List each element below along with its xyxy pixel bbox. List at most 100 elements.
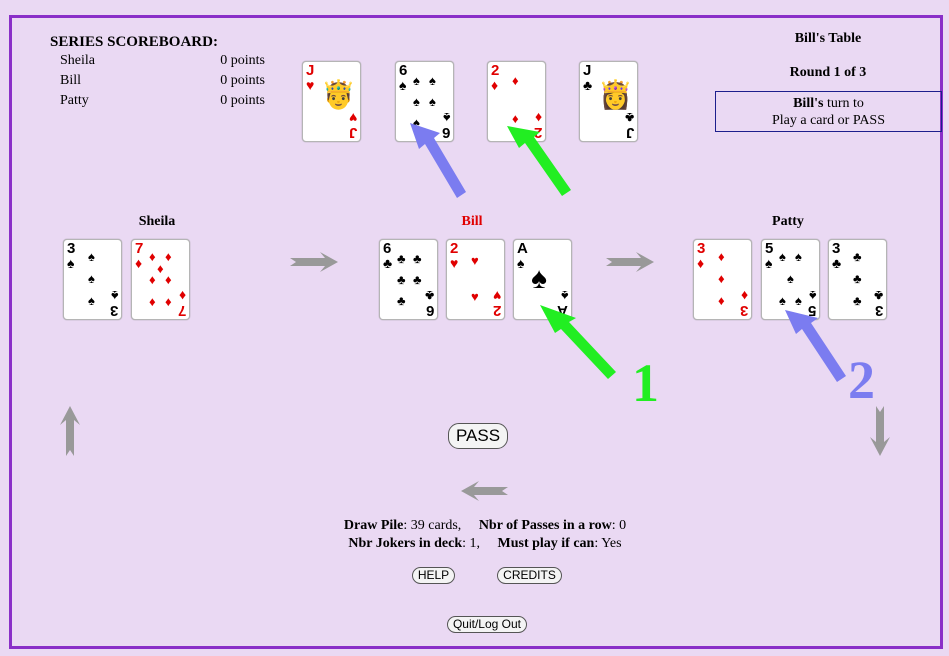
passes-value: : 0 [611,518,627,533]
top-card-jack-clubs[interactable]: J ♣ 👸 J ♣ [579,61,638,142]
diamond-pip-icon: ♦ [718,271,725,286]
card-rank: J [583,62,592,79]
top-card-jack-hearts[interactable]: J ♥ 🤴 J ♥ [302,61,361,142]
card-suit: ♣ [583,77,593,93]
card-suit: ♠ [67,255,75,271]
spade-pip-icon: ♠ [531,262,547,295]
score-points: 0 points [220,53,265,68]
card-rank: 2 [450,240,459,257]
spade-pip-icon: ♠ [413,115,420,130]
game-info-line-1: Draw Pile: 39 cards, Nbr of Passes in a … [200,518,770,534]
diamond-pip-icon: ♦ [149,272,156,287]
heart-pip-icon: ♥ [471,289,479,304]
player-name-patty: Patty [772,214,804,229]
turn-status-box: Bill's turn to Play a card or PASS [715,91,942,132]
spade-pip-icon: ♠ [413,73,420,88]
card-suit: ♣ [383,255,393,271]
spade-pip-icon: ♠ [779,293,786,308]
game-frame [9,15,943,649]
spade-pip-icon: ♠ [88,293,95,308]
heart-pip-icon: ♥ [471,253,479,268]
diamond-pip-icon: ♦ [718,249,725,264]
spade-pip-icon: ♠ [429,94,436,109]
annotation-label-1: 1 [632,353,659,413]
passes-label: Nbr of Passes in a row [478,518,612,533]
flow-arrow-left-icon [461,481,508,501]
round-indicator: Round 1 of 3 [789,65,867,80]
flow-arrow-up-icon [60,406,80,456]
club-pip-icon: ♣ [397,293,406,308]
jokers-value: : 1, [462,536,480,551]
draw-pile-label: Draw Pile [343,518,404,533]
card-rank: 3 [67,240,76,257]
score-points: 0 points [220,93,265,108]
credits-button[interactable]: CREDITS [497,567,562,584]
score-points: 0 points [220,73,265,88]
card-rank: J [306,62,315,79]
card-rank: 6 [399,62,408,79]
club-pip-icon: ♣ [397,251,406,266]
player-name-bill: Bill [461,214,483,229]
spade-pip-icon: ♠ [795,249,802,264]
card-suit: ♣ [832,255,842,271]
card-rank: 2 [491,62,500,79]
jack-face-icon: 🤴 [321,79,356,110]
sheila-card[interactable]: 3 ♠ ♠ ♠ ♠ 3 ♠ [63,239,122,320]
diamond-pip-icon: ♦ [165,249,172,264]
spade-pip-icon: ♠ [779,249,786,264]
help-button[interactable]: HELP [412,567,455,584]
must-play-label: Must play if can [497,536,595,551]
quit-button[interactable]: Quit/Log Out [447,616,527,633]
card-suit: ♥ [450,255,459,271]
pass-button[interactable]: PASS [448,423,508,449]
card-suit: ♥ [306,77,315,93]
bill-card[interactable]: 2 ♥ ♥ ♥ 2 ♥ [446,239,505,320]
club-pip-icon: ♣ [853,249,862,264]
card-suit: ♦ [491,77,499,93]
patty-card[interactable]: 3 ♦ ♦ ♦ ♦ 3 ♦ [693,239,752,320]
diamond-pip-icon: ♦ [165,294,172,309]
table-name: Bill's Table [794,31,862,46]
diamond-pip-icon: ♦ [149,249,156,264]
club-pip-icon: ♣ [413,251,422,266]
jokers-label: Nbr Jokers in deck [348,536,463,551]
score-row: Bill 0 points [60,73,265,89]
card-rank: 3 [832,240,841,257]
diamond-pip-icon: ♦ [165,272,172,287]
spade-pip-icon: ♠ [88,271,95,286]
spade-pip-icon: ♠ [429,73,436,88]
score-row: Sheila 0 points [60,53,265,69]
patty-card[interactable]: 5 ♠ ♠ ♠ ♠ ♠ ♠ 5 ♠ [761,239,820,320]
diamond-pip-icon: ♦ [157,261,164,276]
green-pointer-arrow-icon [507,126,616,379]
spade-pip-icon: ♠ [88,249,95,264]
card-rank: A [517,240,528,257]
diamond-pip-icon: ♦ [512,111,519,126]
club-pip-icon: ♣ [397,272,406,287]
card-suit: ♠ [517,255,525,271]
sheila-card[interactable]: 7 ♦ ♦ ♦ ♦ ♦ ♦ ♦ ♦ 7 ♦ [131,239,190,320]
turn-action: Play a card or PASS [771,113,886,128]
score-name: Patty [60,93,89,108]
card-suit: ♦ [135,255,143,271]
card-suit: ♠ [399,77,407,93]
diamond-pip-icon: ♦ [512,73,519,88]
card-rank: 6 [383,240,392,257]
bill-card[interactable]: 6 ♣ ♣ ♣ ♣ ♣ ♣ 6 ♣ [379,239,438,320]
flow-arrow-right-icon [290,252,338,272]
card-suit: ♦ [697,255,705,271]
patty-card[interactable]: 3 ♣ ♣ ♣ ♣ 3 ♣ [828,239,887,320]
club-pip-icon: ♣ [413,272,422,287]
card-rank: 3 [697,240,706,257]
club-pip-icon: ♣ [853,293,862,308]
blue-pointer-arrow-icon [410,123,846,382]
game-info-line-2: Nbr Jokers in deck: 1, Must play if can:… [200,536,770,552]
turn-player: Bill's [793,96,824,111]
diamond-pip-icon: ♦ [718,293,725,308]
spade-pip-icon: ♠ [795,293,802,308]
spade-pip-icon: ♠ [413,94,420,109]
jack-face-icon: 👸 [598,79,633,110]
card-suit: ♠ [765,255,773,271]
card-rank: 7 [135,240,144,257]
